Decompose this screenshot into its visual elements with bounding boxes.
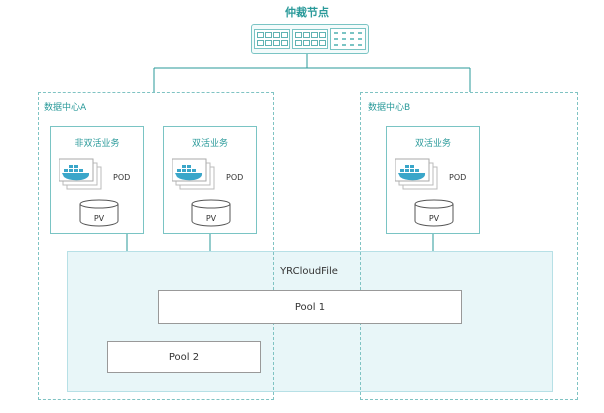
pool-2: Pool 2 (107, 341, 261, 373)
docker-pod-icon (172, 158, 215, 190)
docker-pod-icon (395, 158, 438, 190)
pv-cylinder-icon (79, 199, 119, 227)
service-label: 双活业务 (191, 139, 228, 149)
pv-label: PV (428, 214, 440, 223)
pv-label: PV (205, 214, 217, 223)
service-label: 非双活业务 (74, 139, 120, 149)
datacenter-b (360, 92, 578, 400)
datacenter-b-label: 数据中心B (368, 103, 411, 113)
service-label: 双活业务 (414, 139, 451, 149)
service-box-a-active: 双活业务 POD PV (163, 126, 257, 234)
pod-label: POD (449, 173, 467, 182)
pv-label: PV (93, 214, 105, 223)
pv-cylinder-icon (414, 199, 454, 227)
datacenter-a (38, 92, 274, 400)
pod-label: POD (226, 173, 244, 182)
docker-pod-icon (59, 158, 102, 190)
pod-label: POD (113, 173, 131, 182)
network-switch-icon (251, 24, 369, 54)
storage-title: YRCloudFile (280, 266, 338, 277)
service-box-b-active: 双活业务 POD PV (386, 126, 480, 234)
service-box-a-nonactive: 非双活业务 POD PV (50, 126, 144, 234)
switch-link-lines (153, 53, 471, 92)
arbitration-node-title: 仲裁节点 (285, 6, 329, 19)
datacenter-a-label: 数据中心A (44, 103, 87, 113)
pv-cylinder-icon (191, 199, 231, 227)
pool-1: Pool 1 (158, 290, 462, 324)
